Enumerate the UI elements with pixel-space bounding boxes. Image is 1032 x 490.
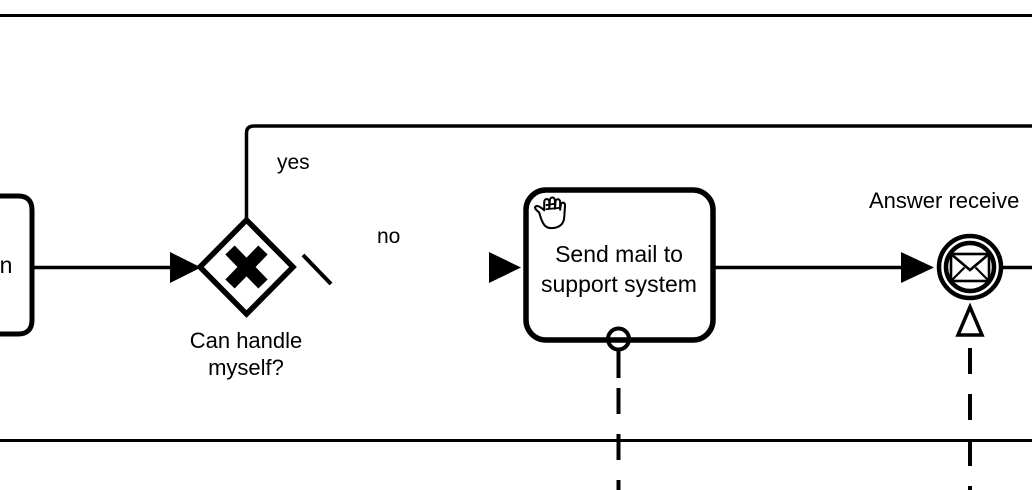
message-event-envelope-icon	[949, 252, 991, 283]
gateway-label-line2: myself?	[208, 355, 284, 380]
manual-task-label-line2: support system	[541, 271, 697, 297]
message-event-label: Answer receive	[869, 188, 1019, 213]
flow-yes-line[interactable]	[244, 124, 1032, 220]
gateway-label-line1: Can handle	[190, 328, 303, 353]
flow-no-line[interactable]	[301, 253, 333, 286]
manual-task-shape[interactable]	[523, 187, 716, 343]
exclusive-gateway-shape[interactable]	[196, 216, 297, 318]
flow-yes-label: yes	[277, 151, 310, 174]
flow-task-to-event-arrowhead	[901, 252, 934, 283]
message-event-inner-circle	[943, 240, 997, 294]
flow-into-manual-task-arrowhead	[489, 252, 521, 283]
flow-task-to-gateway-arrowhead	[170, 252, 201, 283]
message-event-outer-circle[interactable]	[936, 233, 1004, 301]
gateway-x-marker-icon	[225, 245, 268, 289]
incoming-task-shape[interactable]	[0, 193, 35, 337]
message-flow-into-event-arrowhead	[955, 302, 985, 337]
incoming-task-label: n	[0, 252, 12, 278]
flow-no-label: no	[377, 225, 400, 248]
manual-task-hand-icon	[534, 196, 567, 230]
manual-task-label-line1: Send mail to	[555, 241, 683, 267]
